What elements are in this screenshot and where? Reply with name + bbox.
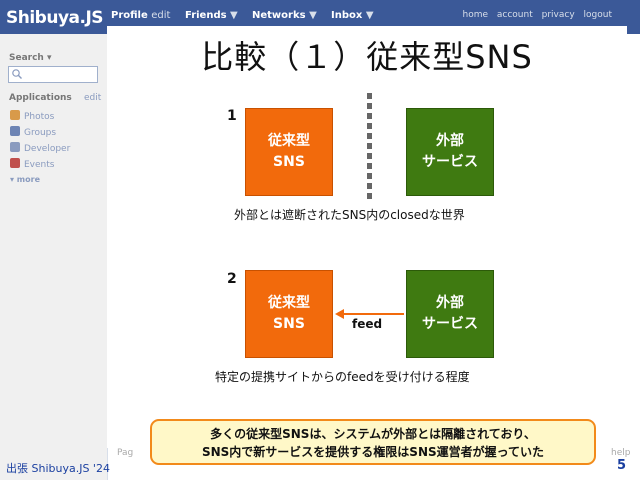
chevron-down-icon[interactable]: ▼: [230, 10, 238, 21]
nav-profile[interactable]: Profile edit: [111, 10, 170, 21]
link-logout[interactable]: logout: [583, 10, 612, 20]
app-groups-label: Groups: [24, 128, 57, 138]
photos-icon: [10, 110, 20, 120]
nav-profile-edit[interactable]: edit: [151, 10, 171, 21]
app-developer-label: Developer: [24, 144, 71, 154]
left-sidebar: Search ▾ Applications edit Photos Groups…: [0, 34, 108, 480]
nav-inbox[interactable]: Inbox ▼: [331, 10, 374, 21]
developer-icon: [10, 142, 20, 152]
external-service-box: 外部 サービス: [406, 270, 494, 358]
app-groups[interactable]: Groups: [10, 126, 56, 138]
link-privacy[interactable]: privacy: [541, 10, 575, 20]
more-apps-link[interactable]: ▾ more: [10, 175, 41, 184]
section-2-number: 2: [227, 271, 237, 287]
traditional-sns-box: 従来型 SNS: [245, 108, 333, 196]
account-links: home account privacy logout: [457, 10, 613, 20]
section-1-number: 1: [227, 108, 237, 124]
nav-friends-label[interactable]: Friends: [185, 10, 227, 21]
external-service-box: 外部 サービス: [406, 108, 494, 196]
section-2-caption: 特定の提携サイトからのfeedを受け付ける程度: [215, 370, 470, 384]
traditional-sns-box: 従来型 SNS: [245, 270, 333, 358]
nav-networks-label[interactable]: Networks: [252, 10, 306, 21]
app-photos-label: Photos: [24, 112, 55, 122]
summary-callout: 多くの従来型SNSは、システムが外部とは隔離されており、 SNS内で新サービスを…: [150, 419, 596, 465]
app-photos[interactable]: Photos: [10, 110, 54, 122]
background-page-text: Pag: [117, 448, 134, 458]
applications-edit-link[interactable]: edit: [84, 93, 102, 103]
section-1-caption: 外部とは遮断されたSNS内のclosedな世界: [234, 208, 465, 222]
applications-heading: Applications: [9, 93, 72, 103]
nav-networks[interactable]: Networks ▼: [252, 10, 317, 21]
callout-line-2: SNS内で新サービスを提供する権限はSNS運営者が握っていた: [201, 445, 545, 459]
slide-panel: 比較（１）従来型SNS 1 従来型 SNS 外部 サービス 外部とは遮断されたS…: [107, 26, 627, 448]
app-events[interactable]: Events: [10, 158, 54, 170]
slide-footer: 出張 Shibuya.JS '24: [6, 462, 110, 475]
callout-line-1: 多くの従来型SNSは、システムが外部とは隔離されており、: [210, 427, 536, 441]
chevron-down-icon[interactable]: ▼: [309, 10, 317, 21]
page-number: 5: [617, 458, 627, 473]
feed-label: feed: [352, 317, 383, 331]
feed-arrow-line: [342, 313, 404, 315]
link-home[interactable]: home: [462, 10, 489, 20]
search-label[interactable]: Search ▾: [9, 53, 52, 63]
separator-wall: [367, 93, 372, 203]
slide-title: 比較（１）従来型SNS: [201, 38, 533, 76]
search-input[interactable]: [8, 66, 98, 83]
site-logo[interactable]: Shibuya.JS: [6, 8, 104, 28]
nav-profile-label[interactable]: Profile: [111, 10, 148, 21]
arrow-left-icon: [335, 309, 344, 319]
link-account[interactable]: account: [496, 10, 533, 20]
app-developer[interactable]: Developer: [10, 142, 70, 154]
background-help-link[interactable]: help: [611, 448, 631, 458]
app-events-label: Events: [24, 160, 55, 170]
nav-friends[interactable]: Friends ▼: [185, 10, 238, 21]
chevron-down-icon[interactable]: ▼: [365, 10, 374, 21]
nav-inbox-label[interactable]: Inbox: [331, 10, 363, 21]
events-icon: [10, 158, 20, 168]
groups-icon: [10, 126, 20, 136]
search-icon: [12, 69, 22, 79]
